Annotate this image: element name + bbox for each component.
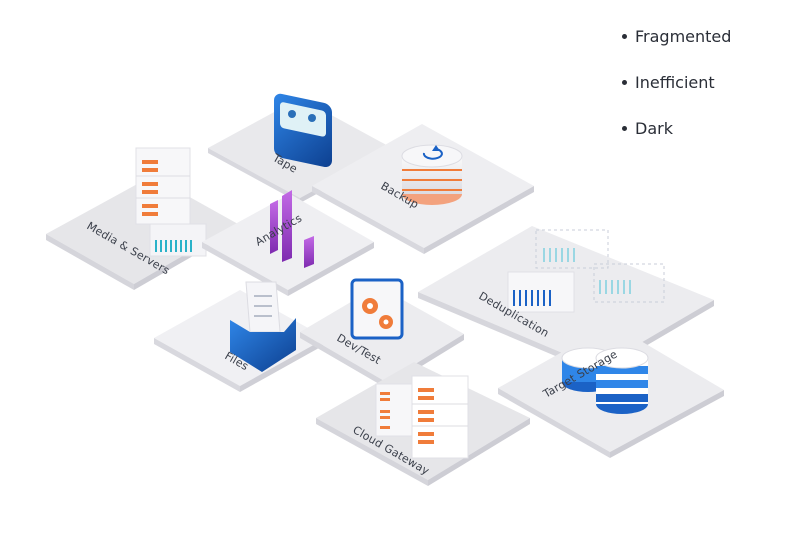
tile-backup: Backup xyxy=(312,124,534,254)
dedup-ghost-box-icon xyxy=(593,263,665,303)
server-rack-icon xyxy=(135,147,191,225)
bullet-list: Fragmented Inefficient Dark xyxy=(620,24,731,162)
bullet-item: Inefficient xyxy=(620,70,731,116)
server-rack-icon xyxy=(375,383,413,437)
bullet-dark: Dark xyxy=(635,119,673,138)
dedup-box-icon xyxy=(507,271,575,313)
bullet-inefficient: Inefficient xyxy=(635,73,715,92)
media-box-icon xyxy=(149,223,207,257)
tile-tape: Tape xyxy=(208,93,392,203)
bar-chart-icon xyxy=(270,190,314,268)
tile-files: Files xyxy=(154,281,326,392)
dedup-ghost-box-icon xyxy=(535,229,609,269)
file-tray-icon xyxy=(230,281,296,372)
bullet-item: Dark xyxy=(620,116,731,162)
database-icon xyxy=(595,347,649,414)
tape-cassette-icon xyxy=(274,93,332,168)
tile-media-servers: Media & Servers xyxy=(46,147,238,290)
bullet-fragmented: Fragmented xyxy=(635,27,732,46)
tile-devtest: Dev/Test xyxy=(300,278,464,388)
backup-disk-stack-icon xyxy=(401,144,463,205)
bullet-item: Fragmented xyxy=(620,24,731,70)
tile-cloud-gateway: Cloud Gateway xyxy=(316,362,530,486)
gear-window-icon xyxy=(350,278,404,340)
server-rack-icon xyxy=(411,375,469,459)
